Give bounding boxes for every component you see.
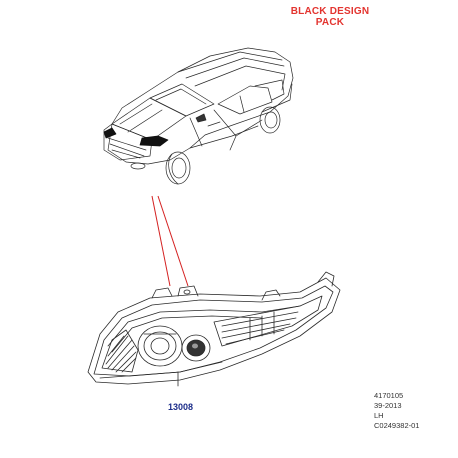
headlamp-assembly [87, 271, 341, 387]
design-pack-banner: BLACK DESIGN PACK [280, 6, 380, 28]
drawing-reference-block: 4170105 39-2013 LH C0249382-01 [374, 391, 419, 431]
banner-line-1: BLACK DESIGN [290, 6, 370, 17]
part-number-callout[interactable]: 13008 [168, 402, 194, 412]
banner-line-2: PACK [315, 17, 345, 28]
vehicle-illustration [103, 47, 294, 185]
drawing-number: C0249382-01 [374, 421, 420, 430]
revision-date: 39-2013 [374, 401, 402, 410]
reference-number: 4170105 [374, 391, 404, 400]
side-indicator: LH [374, 411, 384, 420]
callout-leader-lines [151, 195, 189, 287]
